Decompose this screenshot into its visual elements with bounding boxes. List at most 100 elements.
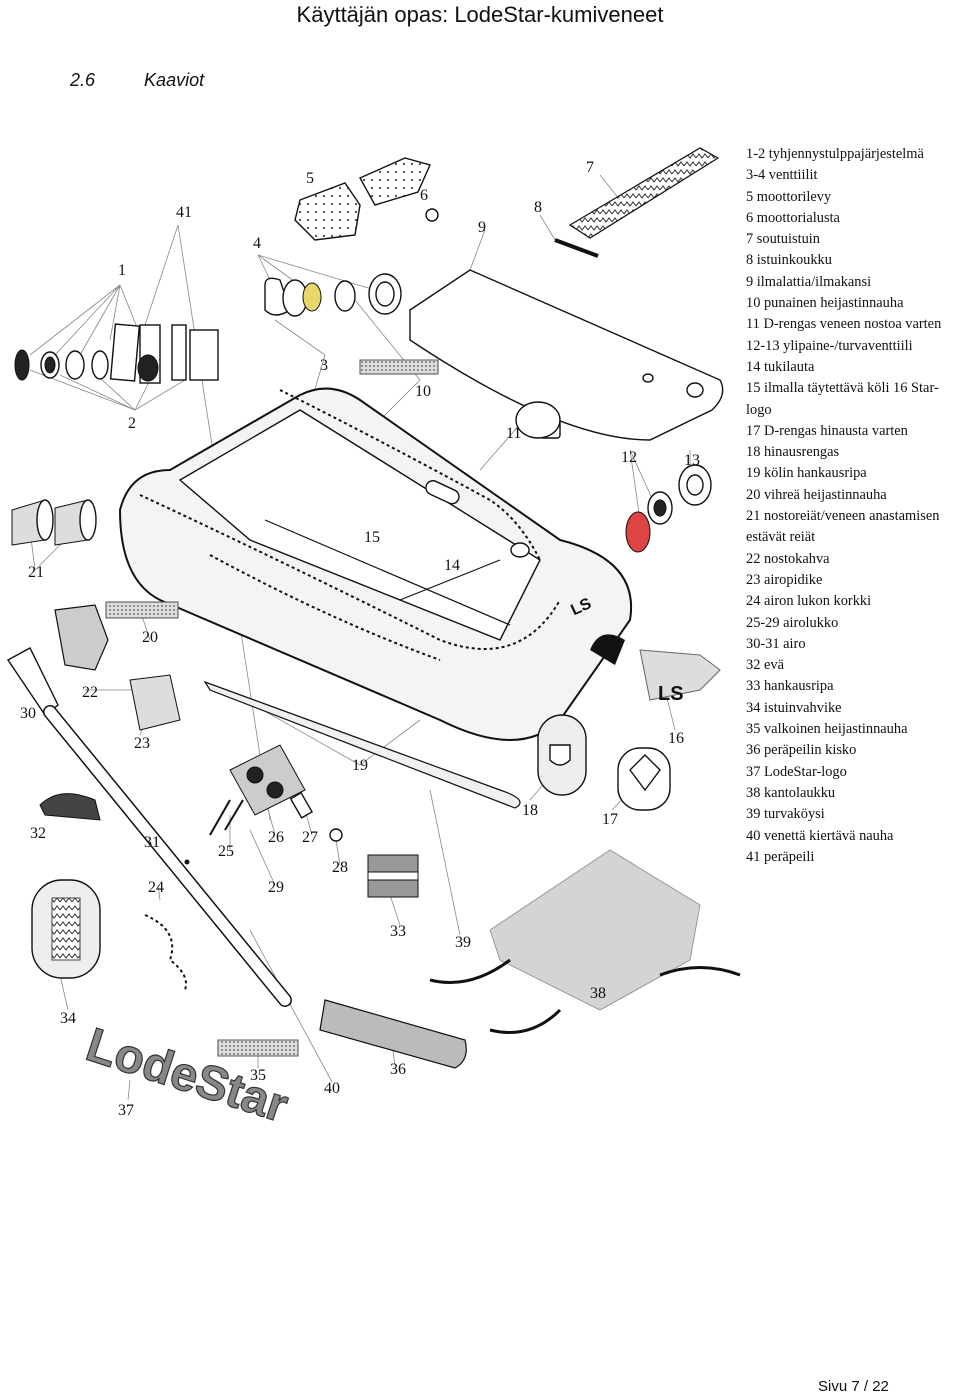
legend-item: 8 istuinkoukku (746, 252, 832, 269)
legend-item: 40 venettä kiertävä nauha (746, 827, 894, 844)
callout-1: 1 (118, 262, 126, 279)
page-number: Sivu 7 / 22 (818, 1378, 889, 1395)
legend-item: 3-4 venttiilit (746, 167, 818, 184)
legend-item: 1-2 tyhjennystulppajärjestelmä (746, 146, 924, 162)
callout-11: 11 (506, 425, 521, 442)
legend-item: 11 D-rengas veneen nostoa varten (746, 316, 942, 333)
section-title: Kaaviot (144, 70, 205, 90)
document-header: Käyttäjän opas: LodeStar-kumiveneet (296, 2, 664, 27)
callout-9: 9 (478, 219, 486, 236)
legend-item: 20 vihreä heijastinnauha (746, 486, 887, 503)
callout-37: 37 (118, 1102, 134, 1119)
callout-19: 19 (352, 757, 368, 774)
legend-item: 10 punainen heijastinnauha (746, 295, 904, 312)
callout-39: 39 (455, 934, 471, 951)
callout-16: 16 (668, 730, 684, 747)
callout-10: 10 (415, 383, 431, 400)
boat-hull: LS (118, 387, 633, 741)
pressure-relief-valve (625, 464, 712, 553)
callout-28: 28 (332, 859, 348, 876)
star-ls-logo: LS (658, 683, 684, 705)
legend-item: 25-29 airolukko (746, 614, 839, 631)
callout-41: 41 (176, 204, 192, 221)
callout-35: 35 (250, 1067, 266, 1084)
callout-24: 24 (148, 879, 164, 896)
legend-item: 35 valkoinen heijastinnauha (746, 721, 908, 738)
callout-7: 7 (586, 159, 594, 176)
oar (6, 647, 292, 1007)
callout-4: 4 (253, 235, 261, 252)
air-floor (409, 269, 724, 441)
oar-holder (129, 674, 181, 731)
lifting-holes (11, 499, 97, 546)
white-reflective-tape (217, 1039, 299, 1057)
transom-rail (319, 999, 467, 1069)
oarlock-parts (209, 744, 343, 842)
legend-item: 7 soutuistuin (746, 231, 820, 248)
parts-legend: 1-2 tyhjennystulppajärjestelmä 3-4 ventt… (746, 144, 958, 868)
callout-26: 26 (268, 829, 284, 846)
callout-34: 34 (60, 1010, 76, 1027)
valves (264, 273, 402, 317)
legend-item: 19 kölin hankausripa (746, 465, 867, 482)
section-heading: 2.6 Kaaviot (70, 70, 204, 91)
keel-strip (203, 680, 521, 809)
legend-item: 6 moottorialusta (746, 209, 840, 226)
callout-18: 18 (522, 802, 538, 819)
callout-27: 27 (302, 829, 318, 846)
callout-6: 6 (420, 187, 428, 204)
fin (39, 793, 101, 821)
callout-32: 32 (30, 825, 46, 842)
callout-29: 29 (268, 879, 284, 896)
motor-pad (359, 157, 431, 206)
legend-item: 21 nostoreiät/veneen anastamisen estävät… (746, 508, 940, 546)
callout-36: 36 (390, 1061, 406, 1078)
callout-17: 17 (602, 811, 618, 828)
section-number: 2.6 (70, 70, 96, 90)
callout-12: 12 (621, 449, 637, 466)
callout-2: 2 (128, 415, 136, 432)
callout-38: 38 (590, 985, 606, 1002)
legend-item: 15 ilmalla täytettävä köli 16 Star-logo (746, 380, 939, 418)
seat-hook (554, 238, 599, 258)
callout-33: 33 (390, 923, 406, 940)
callout-23: 23 (134, 735, 150, 752)
legend-item: 36 peräpeilin kisko (746, 742, 857, 759)
callout-30: 30 (20, 705, 36, 722)
carry-bag (429, 849, 741, 1034)
legend-item: 30-31 airo (746, 635, 806, 652)
red-reflective-tape (359, 359, 439, 375)
legend-item: 5 moottorilevy (746, 188, 832, 205)
callout-21: 21 (28, 564, 44, 581)
legend-item: 17 D-rengas hinausta varten (746, 422, 908, 439)
legend-item: 24 airon lukon korkki (746, 593, 872, 610)
callout-8: 8 (534, 199, 542, 216)
callout-14: 14 (444, 557, 460, 574)
rowing-seat (568, 147, 720, 239)
legend-item: 18 hinausrengas (746, 444, 840, 461)
motor-plate (294, 182, 361, 241)
green-reflective-tape (105, 601, 179, 619)
legend-item: 14 tukilauta (746, 358, 815, 375)
legend-item: 38 kantolaukku (746, 784, 836, 801)
legend-item: 39 turvaköysi (746, 806, 825, 823)
callout-15: 15 (364, 529, 380, 546)
callout-3: 3 (320, 357, 328, 374)
legend-item: 33 hankausripa (746, 678, 834, 695)
callout-22: 22 (82, 684, 98, 701)
callout-31: 31 (144, 834, 160, 851)
lifting-handle (54, 604, 109, 671)
legend-item: 9 ilmalattia/ilmakansi (746, 273, 872, 290)
legend-item: 32 evä (746, 657, 784, 674)
callout-5: 5 (306, 170, 314, 187)
legend-item: 34 istuinvahvike (746, 699, 842, 716)
legend-item: 23 airopidike (746, 571, 823, 588)
callout-labels: 1 2 3 4 5 6 7 8 9 10 11 12 13 14 15 16 1… (20, 159, 700, 1119)
callout-20: 20 (142, 629, 158, 646)
legend-item: 12-13 ylipaine-/turvaventtiili (746, 337, 913, 354)
drain-plug-parts (14, 323, 219, 384)
callout-13: 13 (684, 452, 700, 469)
legend-item: 41 peräpeili (746, 848, 815, 865)
star-logo: LS (639, 649, 721, 705)
